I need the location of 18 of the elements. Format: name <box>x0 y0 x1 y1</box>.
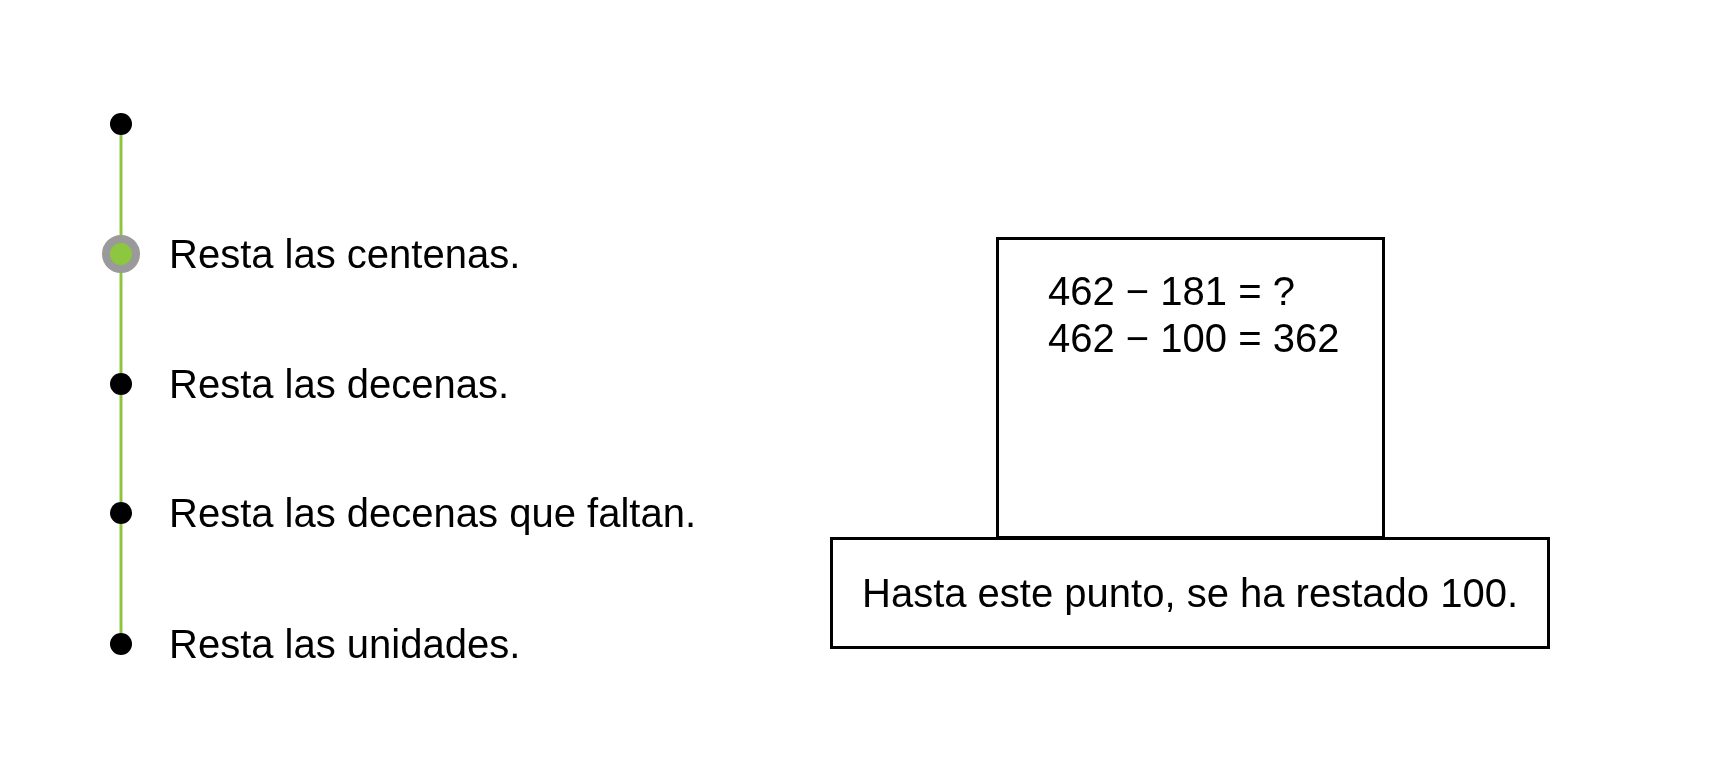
timeline-line <box>119 135 123 235</box>
step-label: Resta las unidades. <box>169 624 521 664</box>
dot-icon <box>110 113 132 135</box>
note-text: Hasta este punto, se ha restado 100. <box>862 570 1518 616</box>
timeline-line <box>119 395 123 502</box>
text-box <box>830 537 1550 649</box>
equation-text: 462 − 100 = 362 <box>1048 315 1340 362</box>
text-box <box>996 237 1385 539</box>
timeline-line <box>119 524 123 633</box>
dot-icon <box>110 633 132 655</box>
dot-icon <box>110 373 132 395</box>
timeline-line <box>119 273 123 373</box>
ring-dot-icon <box>102 235 140 273</box>
step-label: Resta las decenas. <box>169 364 510 404</box>
dot-icon <box>110 502 132 524</box>
step-label: Resta las centenas. <box>169 234 521 274</box>
step-label: Resta las decenas que faltan. <box>169 493 696 533</box>
equation-text: 462 − 181 = ? <box>1048 268 1295 315</box>
